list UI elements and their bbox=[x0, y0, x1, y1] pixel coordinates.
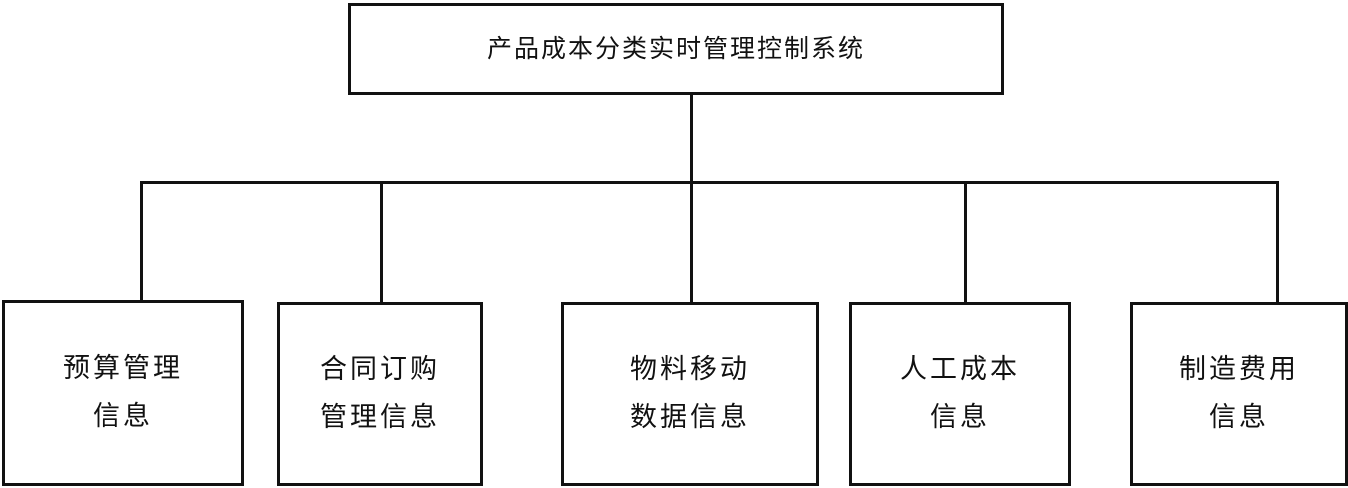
child-node-labor: 人工成本 信息 bbox=[849, 302, 1071, 486]
connector-drop-overhead bbox=[1276, 181, 1279, 303]
child-node-material-text: 物料移动 数据信息 bbox=[630, 346, 750, 442]
child-node-budget: 预算管理 信息 bbox=[2, 300, 244, 486]
child-node-contract-line1: 合同订购 bbox=[320, 354, 440, 385]
child-node-contract: 合同订购 管理信息 bbox=[277, 302, 483, 486]
child-node-material-line2: 数据信息 bbox=[630, 402, 750, 433]
root-node-label: 产品成本分类实时管理控制系统 bbox=[486, 34, 865, 63]
connector-horizontal-bus bbox=[140, 181, 1279, 184]
root-node: 产品成本分类实时管理控制系统 bbox=[348, 3, 1004, 95]
connector-drop-material bbox=[690, 181, 693, 303]
child-node-overhead: 制造费用 信息 bbox=[1130, 302, 1348, 486]
child-node-overhead-line2: 信息 bbox=[1209, 402, 1269, 433]
child-node-material: 物料移动 数据信息 bbox=[561, 302, 819, 486]
connector-root-trunk bbox=[690, 95, 693, 183]
connector-drop-contract bbox=[380, 181, 383, 303]
child-node-budget-text: 预算管理 信息 bbox=[63, 345, 183, 441]
child-node-overhead-text: 制造费用 信息 bbox=[1179, 346, 1299, 442]
connector-drop-labor bbox=[964, 181, 967, 303]
child-node-material-line1: 物料移动 bbox=[630, 354, 750, 385]
child-node-budget-line2: 信息 bbox=[93, 401, 153, 432]
connector-drop-budget bbox=[140, 181, 143, 301]
child-node-budget-line1: 预算管理 bbox=[63, 353, 183, 384]
child-node-contract-text: 合同订购 管理信息 bbox=[320, 346, 440, 442]
child-node-labor-line1: 人工成本 bbox=[900, 354, 1020, 385]
child-node-labor-line2: 信息 bbox=[930, 402, 990, 433]
child-node-labor-text: 人工成本 信息 bbox=[900, 346, 1020, 442]
child-node-contract-line2: 管理信息 bbox=[320, 402, 440, 433]
child-node-overhead-line1: 制造费用 bbox=[1179, 354, 1299, 385]
